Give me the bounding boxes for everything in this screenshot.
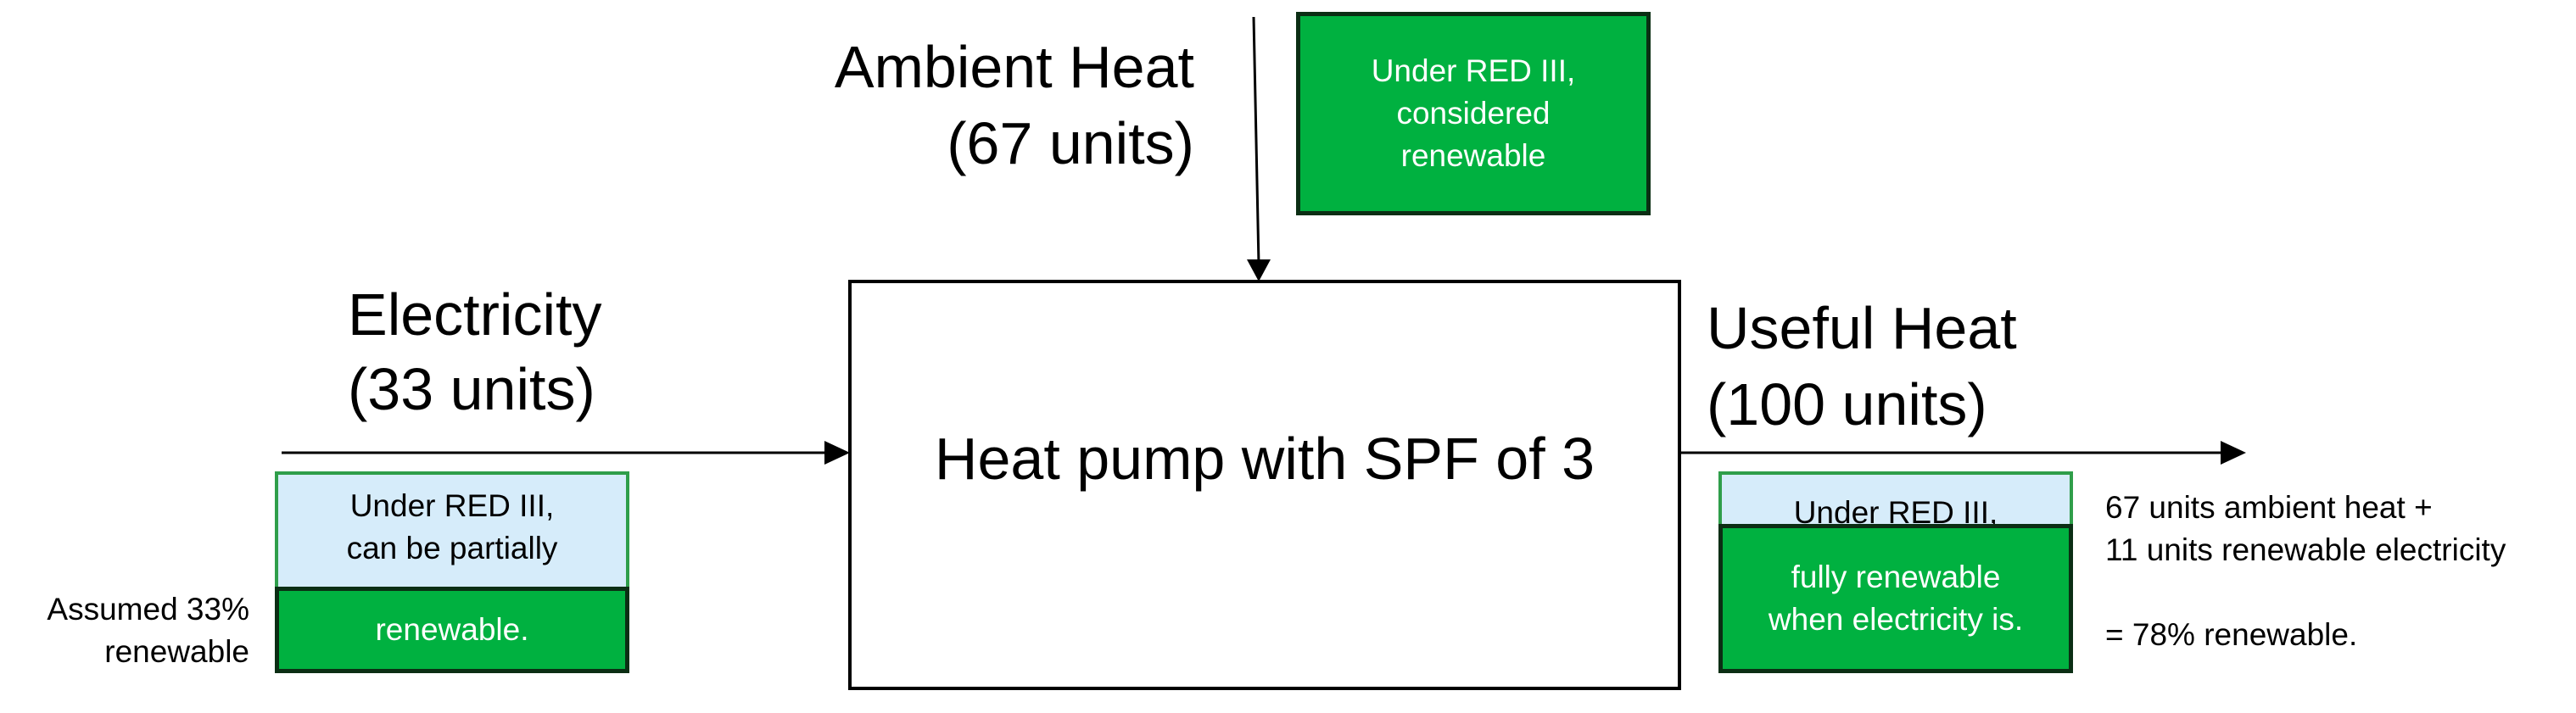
useful-note-line-2: fully renewable — [1791, 560, 2001, 594]
useful-heat-renewable-note-box: fully renewable when electricity is. — [1718, 524, 2073, 673]
electricity-assumption: Assumed 33% renewable — [12, 588, 249, 673]
assumption-line-2: renewable — [104, 634, 249, 669]
electricity-arrowhead — [824, 441, 850, 465]
electricity-renewable-note-box: renewable. — [275, 587, 629, 673]
electricity-units: (33 units) — [348, 356, 595, 422]
electricity-note-line-3: renewable. — [375, 612, 529, 647]
ambient-heat-units: (67 units) — [947, 110, 1194, 176]
ambient-heat-title: Ambient Heat — [834, 34, 1194, 100]
electricity-note-line-1: Under RED III, — [349, 488, 555, 523]
ambient-note-line-2: considered — [1396, 96, 1551, 131]
electricity-note-line-2: can be partially — [346, 531, 558, 565]
useful-heat-calculation: 67 units ambient heat + 11 units renewab… — [2105, 487, 2506, 656]
useful-heat-units: (100 units) — [1707, 371, 1987, 437]
ambient-heat-arrow — [1252, 16, 1260, 265]
useful-note-line-3: when electricity is. — [1768, 602, 2024, 637]
assumption-line-1: Assumed 33% — [47, 592, 249, 627]
useful-heat-title: Useful Heat — [1707, 295, 2017, 361]
ambient-heat-arrowhead — [1247, 259, 1271, 281]
calc-line-1: 67 units ambient heat + — [2105, 490, 2433, 525]
heat-pump-label: Heat pump with SPF of 3 — [934, 426, 1595, 492]
ambient-note-line-1: Under RED III, — [1371, 53, 1576, 88]
ambient-renewable-note-box: Under RED III, considered renewable — [1296, 12, 1651, 215]
electricity-partial-note-box: Under RED III, can be partially — [275, 471, 629, 590]
electricity-title: Electricity — [348, 281, 602, 348]
useful-heat-arrowhead — [2221, 441, 2246, 465]
calc-line-3: = 78% renewable. — [2105, 617, 2358, 652]
heat-pump-box: Heat pump with SPF of 3 — [848, 280, 1681, 690]
ambient-note-line-3: renewable — [1400, 138, 1546, 173]
calc-line-2: 11 units renewable electricity — [2105, 532, 2506, 567]
